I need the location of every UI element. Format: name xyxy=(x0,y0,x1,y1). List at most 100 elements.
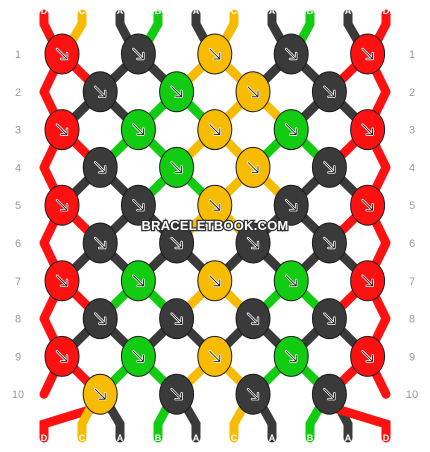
forward-knot-arrow-icon xyxy=(170,388,183,401)
knot xyxy=(82,298,118,340)
row-number-right: 4 xyxy=(409,162,415,174)
strand-bottom-thread-2 xyxy=(103,399,125,443)
strand-bottom-thread-6 xyxy=(256,399,277,443)
knot-grid xyxy=(44,33,386,415)
row-number-right: 8 xyxy=(409,314,415,326)
row-number-left: 7 xyxy=(15,276,21,288)
forward-knot-arrow-icon xyxy=(208,350,222,363)
knot xyxy=(44,260,80,302)
forward-knot-arrow-icon xyxy=(323,236,336,250)
strand-top-thread-3 xyxy=(141,9,163,49)
forward-knot-arrow-icon xyxy=(323,312,336,325)
row-number-right: 9 xyxy=(409,351,415,363)
knot xyxy=(235,222,271,264)
forward-knot-arrow-icon xyxy=(285,350,298,363)
knot xyxy=(311,298,347,340)
forward-knot-arrow-icon xyxy=(285,123,298,136)
strand-label-bottom: B xyxy=(307,433,314,443)
strand-bottom-thread-3 xyxy=(153,399,174,443)
knot xyxy=(350,109,386,151)
row-number-left: 3 xyxy=(15,125,21,137)
strand-label-top: D xyxy=(383,6,390,16)
knot xyxy=(159,373,195,415)
strand-label-top: A xyxy=(269,6,276,16)
strand-label-bottom: A xyxy=(269,433,276,443)
strand-top-thread-4 xyxy=(191,9,212,49)
forward-knot-arrow-icon xyxy=(170,312,183,325)
knot xyxy=(120,335,156,377)
strand-top-thread-5 xyxy=(218,9,239,49)
knot xyxy=(159,146,195,188)
strand-label-bottom: A xyxy=(117,433,124,443)
row-number-left: 2 xyxy=(15,87,21,99)
forward-knot-arrow-icon xyxy=(246,312,260,325)
forward-knot-arrow-icon xyxy=(170,161,183,174)
forward-knot-arrow-icon xyxy=(323,85,336,99)
row-number-right: 3 xyxy=(409,125,415,137)
strand-label-bottom: C xyxy=(231,433,238,443)
knot xyxy=(44,335,80,377)
forward-knot-arrow-icon xyxy=(323,388,336,401)
knot xyxy=(159,222,195,264)
strand-bottom-thread-7 xyxy=(305,399,326,443)
forward-knot-arrow-icon xyxy=(93,161,107,174)
knot xyxy=(235,146,271,188)
strand-bottom-thread-1 xyxy=(77,399,97,443)
knot xyxy=(311,222,347,264)
row-number-right: 2 xyxy=(409,87,415,99)
forward-knot-arrow-icon xyxy=(55,350,69,363)
strand-bottom-thread-9 xyxy=(316,399,391,443)
forward-knot-arrow-icon xyxy=(323,161,336,174)
forward-knot-arrow-icon xyxy=(361,123,374,136)
knot xyxy=(273,33,309,75)
row-number-left: 8 xyxy=(15,314,21,326)
strand-label-bottom: D xyxy=(383,433,390,443)
forward-knot-arrow-icon xyxy=(132,274,145,287)
forward-knot-arrow-icon xyxy=(132,198,145,212)
forward-knot-arrow-icon xyxy=(55,274,69,287)
knot xyxy=(273,335,309,377)
forward-knot-arrow-icon xyxy=(285,47,298,61)
row-number-right: 5 xyxy=(409,200,415,212)
strand-bottom-thread-5 xyxy=(229,399,250,443)
strand-label-bottom: C xyxy=(79,433,86,443)
knot xyxy=(82,222,118,264)
knot xyxy=(44,184,80,226)
strand-top-thread-1 xyxy=(65,9,87,49)
row-number-right: 1 xyxy=(409,49,415,61)
forward-knot-arrow-icon xyxy=(55,198,69,212)
strand-top-thread-9 xyxy=(371,9,391,49)
knot xyxy=(44,33,80,75)
strand-label-bottom: A xyxy=(345,433,352,443)
forward-knot-arrow-icon xyxy=(170,85,183,99)
forward-knot-arrow-icon xyxy=(246,388,260,401)
forward-knot-arrow-icon xyxy=(132,123,145,136)
strand-label-top: D xyxy=(41,6,48,16)
strand-label-bottom: D xyxy=(41,433,48,443)
forward-knot-arrow-icon xyxy=(55,47,69,61)
row-number-left: 4 xyxy=(15,162,21,174)
strand-label-top: A xyxy=(193,6,200,16)
forward-knot-arrow-icon xyxy=(246,236,260,250)
knot xyxy=(273,109,309,151)
strand-label-top: B xyxy=(307,6,314,16)
knot xyxy=(235,298,271,340)
strand-label-bottom: A xyxy=(193,433,200,443)
knot xyxy=(82,146,118,188)
row-number-right: 6 xyxy=(409,238,415,250)
forward-knot-arrow-icon xyxy=(132,47,145,61)
edge-thread-L xyxy=(39,49,67,399)
forward-knot-arrow-icon xyxy=(93,388,107,401)
knot xyxy=(311,373,347,415)
forward-knot-arrow-icon xyxy=(361,198,374,212)
forward-knot-arrow-icon xyxy=(93,85,107,99)
knot xyxy=(311,146,347,188)
forward-knot-arrow-icon xyxy=(361,47,374,61)
knot xyxy=(82,71,118,113)
knot xyxy=(82,373,118,415)
forward-knot-arrow-icon xyxy=(170,236,183,250)
row-number-left: 10 xyxy=(12,389,24,401)
forward-knot-arrow-icon xyxy=(246,85,260,99)
knot xyxy=(120,260,156,302)
